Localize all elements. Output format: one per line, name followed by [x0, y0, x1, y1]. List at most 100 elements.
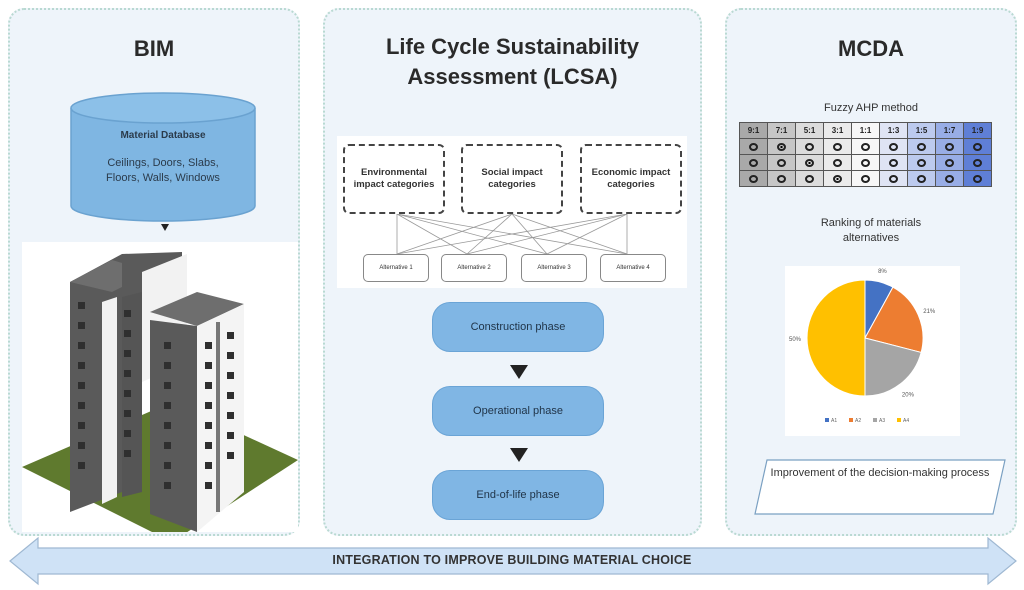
- scale-cell: [767, 170, 796, 187]
- scale-cell: [963, 170, 992, 187]
- radio-option[interactable]: [973, 158, 982, 167]
- scale-cell: [767, 138, 796, 155]
- scale-cell: [907, 154, 936, 171]
- scale-cell: [907, 138, 936, 155]
- arrow-down-icon: [161, 224, 169, 231]
- alternative-3: Alternative 3: [521, 254, 587, 282]
- scale-cell: [963, 154, 992, 171]
- pie-label: 21%: [923, 309, 936, 315]
- radio-option[interactable]: [945, 174, 954, 183]
- alternative-4: Alternative 4: [600, 254, 666, 282]
- pie-slice-A2: [864, 286, 924, 354]
- scale-cell: [795, 154, 824, 171]
- mcda-title: MCDA: [838, 36, 904, 61]
- radio-option[interactable]: [861, 174, 870, 183]
- phase-end-of-life: End-of-life phase: [432, 470, 604, 520]
- scale-header: 1:3: [879, 122, 908, 139]
- radio-option[interactable]: [917, 158, 926, 167]
- scale-cell: [795, 138, 824, 155]
- lcsa-panel: Life Cycle Sustainability Assessment (LC…: [323, 8, 702, 536]
- scale-cell: [935, 154, 964, 171]
- alternative-2: Alternative 2: [441, 254, 507, 282]
- scale-cell: [795, 170, 824, 187]
- radio-option[interactable]: [833, 142, 842, 151]
- scale-cell: [739, 138, 768, 155]
- scale-cell: [935, 170, 964, 187]
- radio-option[interactable]: [749, 174, 758, 183]
- radio-option[interactable]: [973, 174, 982, 183]
- scale-header: 1:9: [963, 122, 992, 139]
- radio-option[interactable]: [777, 158, 786, 167]
- radio-option[interactable]: [805, 142, 814, 151]
- legend-swatch: [873, 418, 877, 422]
- decision-parallelogram: [754, 459, 1006, 515]
- scale-cell: [879, 154, 908, 171]
- radio-option[interactable]: [945, 158, 954, 167]
- radio-selected[interactable]: [805, 158, 814, 167]
- scale-cell: [823, 154, 852, 171]
- scale-cell: [879, 170, 908, 187]
- radio-option[interactable]: [861, 158, 870, 167]
- radio-option[interactable]: [749, 158, 758, 167]
- scale-cell: [851, 170, 880, 187]
- radio-option[interactable]: [973, 142, 982, 151]
- legend-label: A3: [879, 418, 885, 424]
- decision-text: Improvement of the decision-making proce…: [770, 467, 990, 479]
- radio-option[interactable]: [889, 158, 898, 167]
- scale-header: 1:1: [851, 122, 880, 139]
- scale-cell: [739, 154, 768, 171]
- legend-label: A1: [831, 418, 837, 424]
- radio-option[interactable]: [749, 142, 758, 151]
- bim-panel: BIM Material Database Ceilings, Doors, S…: [8, 8, 300, 536]
- pie-slice-A4: [806, 279, 866, 397]
- radio-option[interactable]: [777, 174, 786, 183]
- scale-cell: [823, 170, 852, 187]
- arrow-down-icon: [510, 365, 528, 379]
- database-items-line1: Ceilings, Doors, Slabs,: [107, 157, 219, 169]
- legend-swatch: [897, 418, 901, 422]
- category-economic: Economic impact categories: [580, 144, 682, 214]
- scale-cell: [879, 138, 908, 155]
- fuzzy-ahp-title: Fuzzy AHP method: [824, 102, 918, 114]
- radio-option[interactable]: [945, 142, 954, 151]
- scale-cell: [935, 138, 964, 155]
- legend-swatch: [825, 418, 829, 422]
- alternative-1: Alternative 1: [363, 254, 429, 282]
- ranking-title-line2: alternatives: [842, 232, 900, 244]
- scale-header: 5:1: [795, 122, 824, 139]
- category-social: Social impact categories: [461, 144, 563, 214]
- legend-swatch: [849, 418, 853, 422]
- pie-slice-A3: [864, 337, 922, 397]
- ranking-title-line1: Ranking of materials: [820, 217, 922, 229]
- radio-option[interactable]: [917, 142, 926, 151]
- scale-cell: [963, 138, 992, 155]
- phase-construction: Construction phase: [432, 302, 604, 352]
- radio-option[interactable]: [889, 174, 898, 183]
- scale-header: 7:1: [767, 122, 796, 139]
- phase-operational: Operational phase: [432, 386, 604, 436]
- radio-option[interactable]: [889, 142, 898, 151]
- scale-cell: [823, 138, 852, 155]
- pie-label: 20%: [902, 392, 915, 398]
- scale-header: 9:1: [739, 122, 768, 139]
- bim-title: BIM: [133, 36, 175, 61]
- radio-selected[interactable]: [777, 142, 786, 151]
- scale-cell: [851, 138, 880, 155]
- legend-label: A4: [903, 418, 909, 424]
- radio-option[interactable]: [833, 158, 842, 167]
- radio-selected[interactable]: [833, 174, 842, 183]
- scale-cell: [739, 170, 768, 187]
- database-items: Ceilings, Doors, Slabs, Floors, Walls, W…: [70, 156, 256, 186]
- radio-option[interactable]: [861, 142, 870, 151]
- scale-header: 1:5: [907, 122, 936, 139]
- radio-option[interactable]: [917, 174, 926, 183]
- scale-cell: [907, 170, 936, 187]
- legend-label: A2: [855, 418, 861, 424]
- lcsa-title-line2: Assessment (LCSA): [407, 64, 618, 89]
- ranking-title: Ranking of materials alternatives: [727, 216, 1015, 246]
- radio-option[interactable]: [805, 174, 814, 183]
